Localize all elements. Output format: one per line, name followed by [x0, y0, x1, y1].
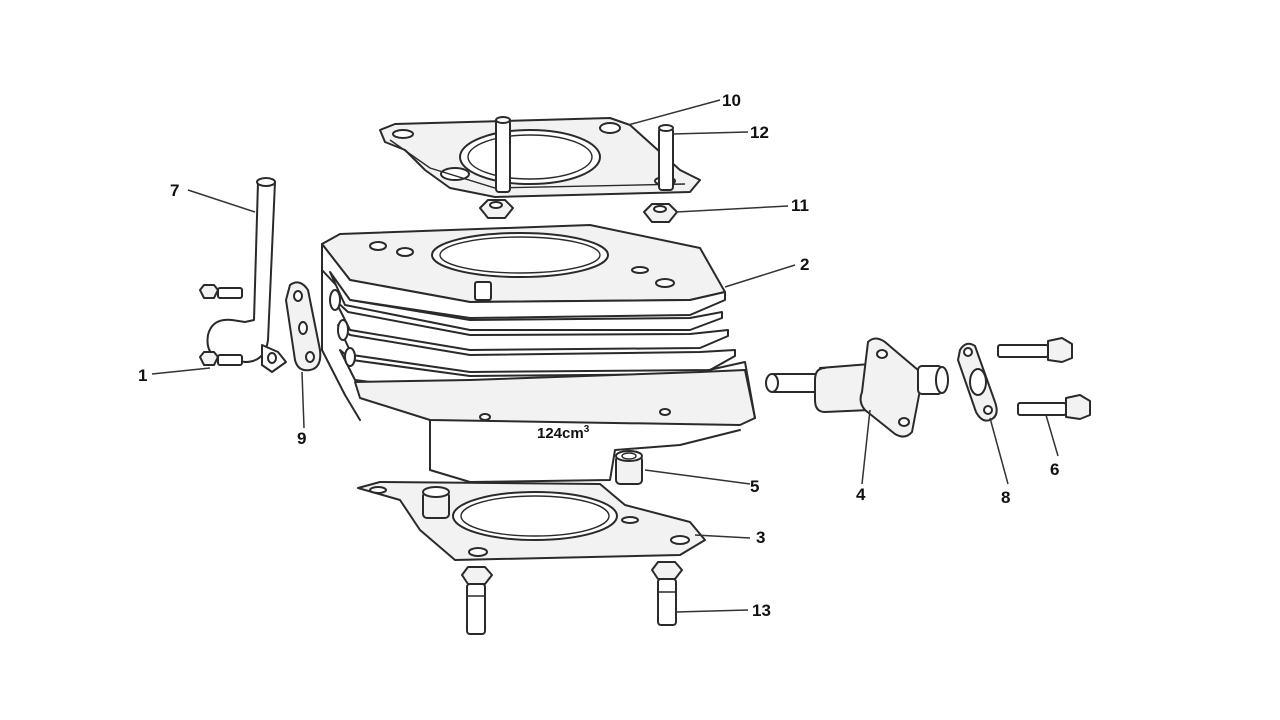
callout-8: 8 [1001, 488, 1010, 507]
callout-4: 4 [856, 485, 866, 504]
pipe-gasket-part-9 [285, 281, 322, 372]
callout-7: 7 [170, 181, 179, 200]
displacement-stamp: 124cm3 [537, 424, 590, 442]
callout-11: 11 [791, 196, 809, 215]
callout-1: 1 [138, 366, 147, 385]
callout-labels: 1 2 3 4 5 6 7 8 9 10 11 12 13 [138, 91, 1059, 620]
callout-13: 13 [752, 601, 771, 620]
nuts-part-11 [479, 199, 678, 223]
cylinder-block-part-2: 124cm3 [321, 224, 756, 483]
tensioner-gasket-part-8 [957, 342, 998, 422]
bottom-studs-part-13 [461, 561, 683, 635]
stud-pins-part-12 [495, 116, 674, 193]
callout-5: 5 [750, 477, 759, 496]
callout-9: 9 [297, 429, 306, 448]
dowel-sleeve-part-5 [615, 450, 643, 485]
tensioner-bolts-part-6 [997, 337, 1091, 420]
head-gasket-part-10 [379, 117, 701, 198]
base-gasket-part-3 [357, 481, 706, 561]
callout-10: 10 [722, 91, 741, 110]
pipe-part-7 [206, 177, 287, 373]
bolts-part-1 [199, 284, 243, 366]
callout-2: 2 [800, 255, 809, 274]
callout-3: 3 [756, 528, 765, 547]
tensioner-part-4 [765, 337, 949, 438]
callout-12: 12 [750, 123, 769, 142]
callout-6: 6 [1050, 460, 1059, 479]
leader-lines [151, 99, 1059, 613]
